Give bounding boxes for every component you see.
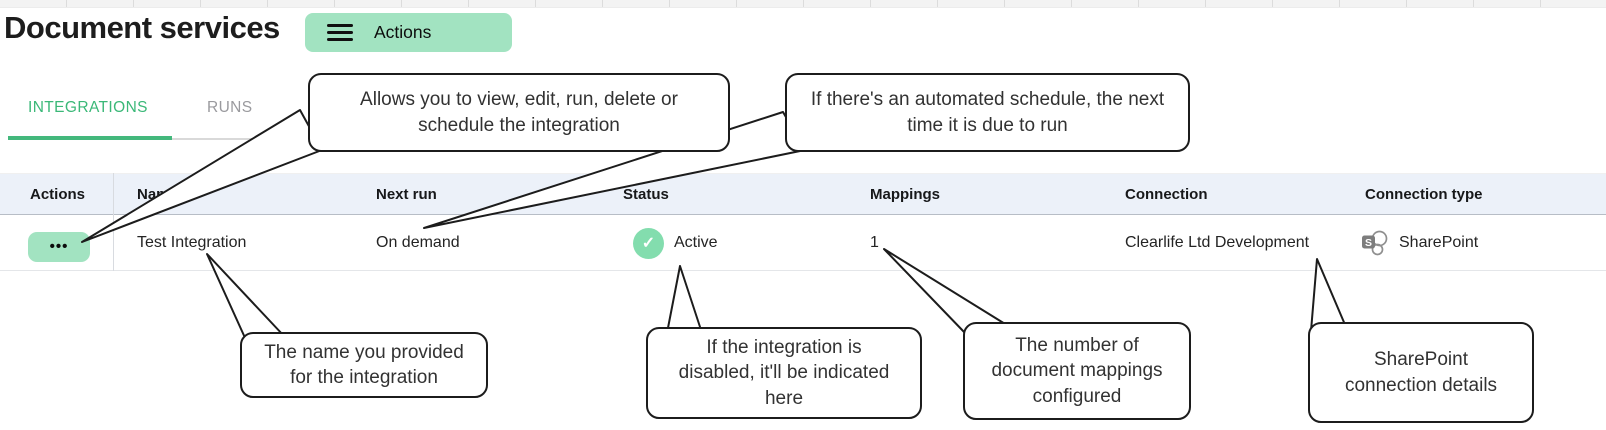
column-header-actions: Actions [30, 186, 86, 203]
table-row: ••• Test Integration On demand ✓ Active … [0, 215, 1606, 271]
column-header-status: Status [623, 186, 669, 203]
tab-integrations[interactable]: INTEGRATIONS [28, 99, 148, 116]
callout-name: The name you provided for the integratio… [240, 332, 488, 398]
cell-name: Test Integration [137, 234, 247, 251]
page-title: Document services [4, 10, 280, 45]
callout-next-run: If there's an automated schedule, the ne… [785, 73, 1190, 152]
tab-bar-divider [172, 138, 312, 140]
check-circle-icon: ✓ [633, 227, 664, 259]
tab-runs[interactable]: RUNS [207, 99, 253, 116]
column-header-next-run: Next run [376, 186, 437, 203]
callout-mappings: The number of document mappings configur… [963, 322, 1191, 420]
column-header-mappings: Mappings [870, 186, 940, 203]
hamburger-icon [327, 24, 353, 41]
table-header-row: Actions Name Next run Status Mappings Co… [0, 173, 1606, 215]
more-horizontal-icon: ••• [49, 238, 69, 255]
cell-mappings: 1 [870, 234, 879, 251]
actions-column-divider [113, 173, 114, 271]
sharepoint-icon: S [1362, 230, 1388, 256]
connection-type-label: SharePoint [1399, 234, 1479, 251]
column-header-connection: Connection [1125, 186, 1208, 203]
cell-connection-type: S SharePoint [1360, 228, 1478, 258]
cell-connection: Clearlife Ltd Development [1125, 234, 1310, 251]
cell-next-run: On demand [376, 234, 460, 251]
callout-row-actions: Allows you to view, edit, run, delete or… [308, 73, 730, 152]
cell-status: ✓ Active [633, 227, 718, 259]
active-tab-indicator [8, 136, 172, 140]
status-label: Active [674, 234, 718, 251]
row-actions-button[interactable]: ••• [28, 232, 90, 262]
callout-pointer-status [666, 265, 703, 334]
top-ruler-strip [0, 0, 1606, 8]
column-header-connection-type: Connection type [1365, 186, 1483, 203]
callout-connection-type: SharePoint connection details [1308, 322, 1534, 423]
column-header-name: Name [137, 186, 178, 203]
actions-button-label: Actions [374, 22, 432, 42]
callout-status: If the integration is disabled, it'll be… [646, 327, 922, 419]
actions-button[interactable]: Actions [305, 13, 512, 52]
svg-text:S: S [1365, 237, 1372, 249]
